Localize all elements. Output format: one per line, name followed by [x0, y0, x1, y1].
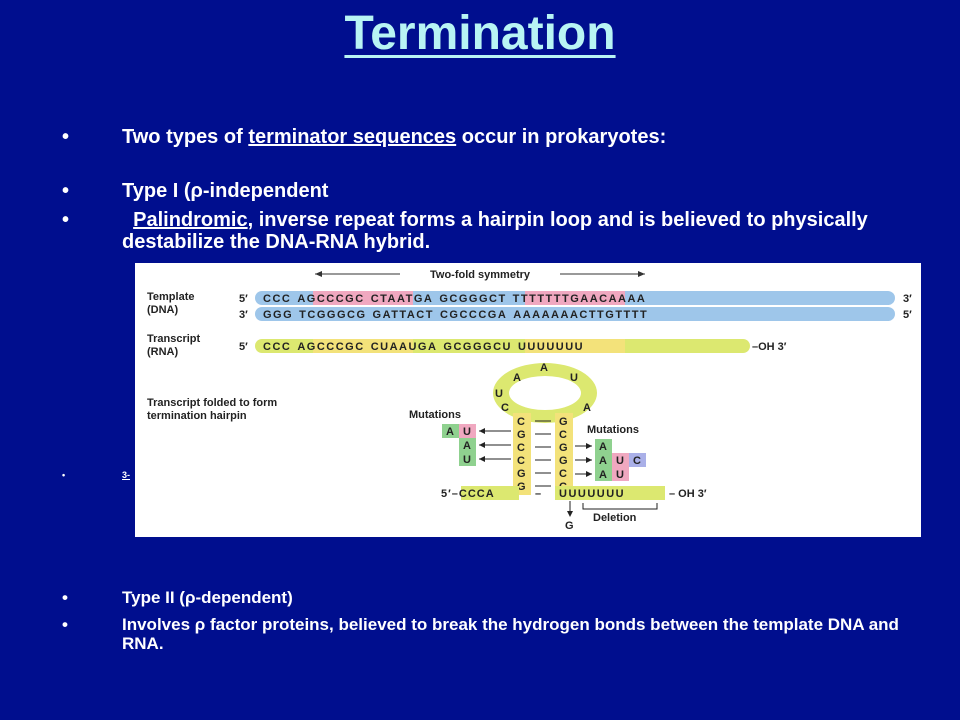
- stem-right-base: G: [559, 455, 568, 467]
- left-mutation-base: U: [463, 454, 471, 466]
- figure-reference-link[interactable]: 3-: [122, 470, 131, 480]
- symmetry-label: Two-fold symmetry: [430, 269, 531, 281]
- stem-left-base: C: [517, 455, 525, 467]
- dna-top-3-prime: 3′: [903, 293, 912, 305]
- right-mutation-base: U: [616, 469, 624, 481]
- right-mutation-base: A: [599, 441, 607, 453]
- dna-top-5-prime: 5′: [239, 293, 248, 305]
- rna-5-prime: 5′: [239, 341, 248, 353]
- bullet-marker: •: [62, 209, 70, 231]
- bullet-text: Two types of terminator sequences occur …: [122, 126, 667, 148]
- template-dna-label: (DNA): [147, 304, 178, 316]
- bullet-marker: •: [62, 180, 70, 202]
- right-mutation-base: U: [616, 455, 624, 467]
- transcript-rna-label: (RNA): [147, 346, 178, 358]
- loop-base: U: [495, 388, 503, 400]
- right-mutation-base: A: [599, 455, 607, 467]
- loop-base: A: [513, 372, 521, 384]
- small-reference-bullet: • 3-: [62, 470, 130, 480]
- terminator-hairpin-figure: Two-fold symmetry Template (DNA) Transcr…: [135, 263, 921, 537]
- template-label: Template: [147, 291, 194, 303]
- stem-left-base: G: [517, 468, 526, 480]
- hairpin-pairing-dash: –: [535, 488, 541, 500]
- deletion-label: Deletion: [593, 512, 637, 524]
- bullet-text: Type II (ρ-dependent): [122, 588, 293, 607]
- stem-left-base: C: [517, 442, 525, 454]
- right-mutation-base: A: [599, 469, 607, 481]
- bullet-text: Involves ρ factor proteins, believed to …: [122, 615, 899, 653]
- bullet-marker: •: [62, 126, 70, 148]
- hairpin-u-tract: UUUUUUU: [559, 488, 625, 500]
- bullet-text: Type I (ρ-independent: [122, 180, 329, 202]
- bullet-marker: •: [62, 588, 68, 607]
- left-mutation-base: U: [463, 426, 471, 438]
- dna-bottom-5-prime: 5′: [903, 309, 912, 321]
- hairpin-5-prime-strand: 5′–CCCA: [441, 488, 495, 500]
- stem-left-base: G: [517, 429, 526, 441]
- mutations-right-label: Mutations: [587, 424, 639, 436]
- hairpin-oh-tail: – OH 3′: [669, 488, 707, 500]
- stem-right-base: C: [559, 429, 567, 441]
- terminator-sequences-link[interactable]: terminator sequences: [248, 126, 457, 148]
- right-mutation-base: C: [633, 455, 641, 467]
- left-mutation-base: A: [463, 440, 471, 452]
- transcript-label: Transcript: [147, 333, 201, 345]
- bullet-text: Palindromic, inverse repeat forms a hair…: [122, 209, 868, 253]
- stem-left-base: C: [517, 416, 525, 428]
- folded-label-2: termination hairpin: [147, 410, 247, 422]
- slide-title: Termination: [344, 7, 616, 60]
- stem-right-base: C: [559, 468, 567, 480]
- palindromic-link[interactable]: Palindromic: [133, 209, 248, 231]
- loop-base: C: [501, 402, 509, 414]
- folded-label: Transcript folded to form: [147, 397, 277, 409]
- deleted-base: G: [565, 520, 574, 532]
- loop-base: A: [583, 402, 591, 414]
- rna-oh-tail: –OH 3′: [752, 341, 787, 353]
- left-mutation-base: A: [446, 426, 454, 438]
- loop-base: U: [570, 372, 578, 384]
- bullet-marker: •: [62, 470, 66, 480]
- mutations-left-label: Mutations: [409, 409, 461, 421]
- stem-right-base: G: [559, 416, 568, 428]
- loop-base: A: [540, 362, 548, 374]
- dna-bottom-3-prime: 3′: [239, 309, 248, 321]
- stem-right-base: G: [559, 442, 568, 454]
- stem-left-base: G: [517, 481, 526, 493]
- bullet-marker: •: [62, 615, 68, 634]
